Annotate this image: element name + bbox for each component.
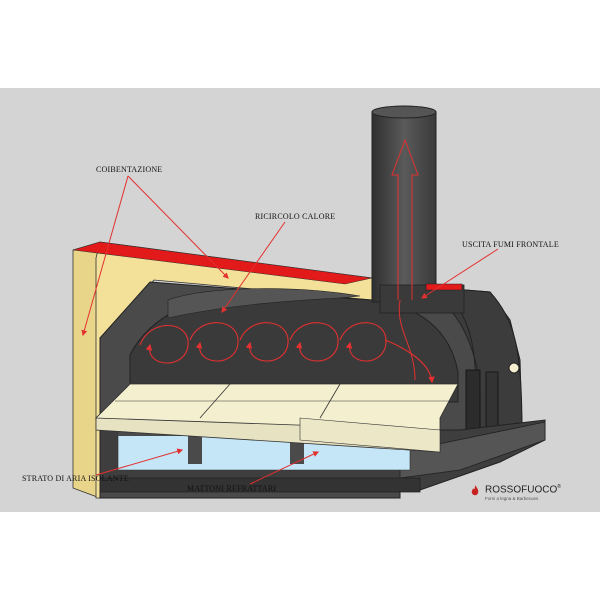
flame-logo-icon: [471, 485, 479, 496]
label-mattoni-refrattari: MATTONI REFRATTARI: [187, 484, 277, 493]
label-coibentazione: COIBENTAZIONE: [96, 165, 163, 174]
rossofuoco-logo: ROSSOFUOCO® Forni a legna & Barbecues: [468, 484, 578, 506]
label-uscita-fumi-frontale: USCITA FUMI FRONTALE: [462, 240, 559, 249]
heat-recirculation-arrows: [139, 322, 435, 384]
registered-mark: ®: [557, 484, 561, 490]
label-strato-aria-isolante: STRATO DI ARIA ISOLANTE: [22, 474, 129, 483]
refractory-bricks: [95, 383, 459, 453]
label-ricircolo-calore: RICIRCOLO CALORE: [255, 212, 336, 221]
brand-name: ROSSOFUOCO: [485, 484, 558, 496]
brand-tagline: Forni a legna & Barbecues: [485, 496, 539, 501]
smoke-flow-arrow: [391, 138, 419, 381]
side-vent: [508, 362, 520, 374]
label-leader-lines: [81, 175, 499, 485]
